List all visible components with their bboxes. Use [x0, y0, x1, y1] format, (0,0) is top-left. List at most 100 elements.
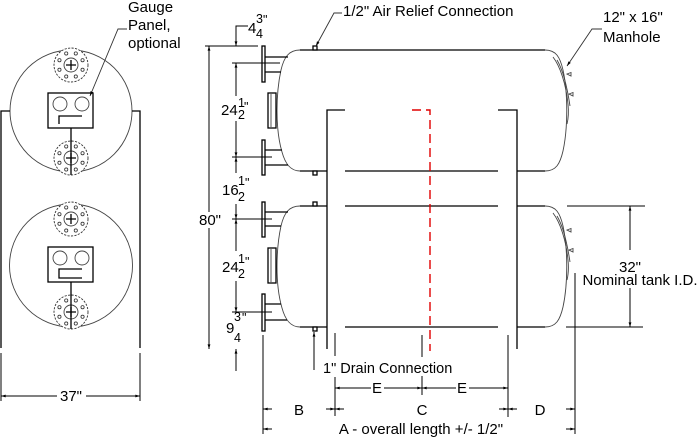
- dimension-c: C: [417, 402, 428, 419]
- dimension-numerator: 3: [256, 12, 263, 26]
- bolt-hole: [57, 151, 62, 156]
- air-relief-connection: [312, 45, 318, 51]
- manhole-cover: [552, 212, 569, 281]
- nozzle-pipe: [265, 149, 288, 166]
- manhole-icon: [552, 212, 574, 281]
- dimension-line: [234, 25, 248, 47]
- manhole-icon: [552, 56, 574, 125]
- gauge-panel-label-line3: optional: [128, 35, 181, 52]
- bolt-hole: [57, 221, 62, 226]
- dimension-whole: 16: [222, 182, 239, 199]
- flange-lower-tank-top: [53, 201, 89, 237]
- tank-id-label: Nominal tank I.D.: [582, 272, 697, 289]
- gauge-dial-icon: [52, 250, 68, 266]
- right-head: [544, 49, 568, 172]
- bolt-hole: [64, 321, 69, 326]
- drain-label: 1" Drain Connection: [323, 361, 452, 377]
- dimension-unit: ": [245, 176, 249, 190]
- dimension-b: B: [294, 402, 304, 419]
- bolt-hole: [64, 228, 69, 233]
- bolt-hole: [64, 298, 69, 303]
- manhole-cover: [552, 56, 569, 125]
- bolt-hole: [64, 205, 69, 210]
- bolt-hole: [73, 228, 78, 233]
- dimension-numerator: 3: [234, 310, 241, 324]
- end-view: Gauge Panel, optional 37": [0, 0, 181, 405]
- manhole-leader: [566, 28, 602, 67]
- gauge-panel-label-line2: Panel,: [128, 17, 171, 34]
- bolt-hole: [57, 58, 62, 63]
- dimension-whole: 9: [226, 320, 234, 337]
- overall-length-label: A - overall length +/- 1/2": [339, 421, 503, 438]
- gauge-indicator: [58, 115, 82, 124]
- dimension-numerator: 1: [238, 252, 245, 266]
- bolt-hole: [57, 305, 62, 310]
- support-leg-right: [498, 109, 518, 349]
- head-opening-lower: [267, 247, 277, 284]
- dimension-whole: 24: [221, 102, 238, 119]
- flange-bore: [63, 57, 79, 73]
- bolt-hole: [73, 51, 78, 56]
- interconnect-port: [312, 170, 318, 176]
- bolt-hole: [80, 160, 85, 165]
- nozzle-flange: [232, 201, 288, 238]
- bolt-hole: [73, 321, 78, 326]
- dimension-denominator: 2: [238, 267, 245, 281]
- dimension-numerator: 1: [238, 174, 245, 188]
- tank-lower-shell: [276, 205, 574, 328]
- gauge-dial-icon: [74, 96, 90, 112]
- dimension-label-tank-gap: 16 1 2 ": [222, 174, 249, 204]
- manhole-label-line1: 12" x 16": [603, 9, 663, 26]
- dimension-e-right: E: [457, 380, 467, 397]
- drain-connection: [312, 326, 318, 332]
- support-leg-left: [326, 109, 345, 349]
- dimension-numerator: 1: [238, 96, 245, 110]
- bolt-hole: [64, 167, 69, 172]
- flange-plate: [261, 45, 266, 83]
- nozzle-flange: [232, 45, 288, 83]
- bolt-hole: [57, 67, 62, 72]
- gauge-indicator: [58, 268, 82, 279]
- dimension-e-left: E: [372, 380, 382, 397]
- dimension-label-top-offset: 4 3 4 ": [248, 12, 267, 41]
- dimension-whole: 4: [248, 20, 256, 37]
- bolt-hole: [64, 74, 69, 79]
- flange-upper-tank-top: [53, 47, 89, 83]
- manhole-hinge: [565, 227, 574, 253]
- head-opening: [267, 247, 277, 284]
- width-dimension-label: 37": [60, 388, 82, 405]
- dimension-label-upper-nozzle-spacing: 24 1 2 ": [221, 96, 248, 122]
- nozzle-flange: [232, 293, 287, 332]
- left-head: [276, 205, 301, 328]
- bolt-hole: [73, 167, 78, 172]
- bolt-hole: [80, 305, 85, 310]
- bolt-hole: [73, 298, 78, 303]
- interconnect-port: [312, 201, 318, 207]
- dimension-unit: ": [263, 13, 267, 27]
- right-head: [544, 205, 568, 328]
- gauge-panel-leader: [89, 28, 127, 97]
- manhole-cover: [556, 215, 571, 263]
- manhole-cover: [556, 59, 571, 107]
- dimension-d: D: [535, 402, 546, 419]
- nozzle-flange: [232, 139, 288, 176]
- manhole-hinge: [565, 71, 574, 97]
- support-rail-left: [0, 110, 10, 348]
- gauge-panel-upper: [47, 92, 94, 175]
- support-rail-right: [132, 110, 141, 348]
- bolt-hole: [57, 160, 62, 165]
- dimension-denominator: 2: [238, 190, 245, 204]
- nozzle-pipe: [265, 211, 288, 227]
- nozzle-pipe: [265, 56, 288, 73]
- bolt-hole: [80, 314, 85, 319]
- overall-height-label: 80": [199, 212, 221, 229]
- bolt-hole: [80, 58, 85, 63]
- center-cross-icon: [66, 214, 76, 224]
- bolt-hole: [80, 212, 85, 217]
- bolt-hole: [57, 212, 62, 217]
- bolt-hole: [73, 144, 78, 149]
- dimension-denominator: 4: [256, 27, 263, 41]
- dimension-unit: ": [242, 311, 246, 325]
- dimension-denominator: 4: [234, 331, 241, 345]
- gauge-panel-lower: [47, 246, 94, 329]
